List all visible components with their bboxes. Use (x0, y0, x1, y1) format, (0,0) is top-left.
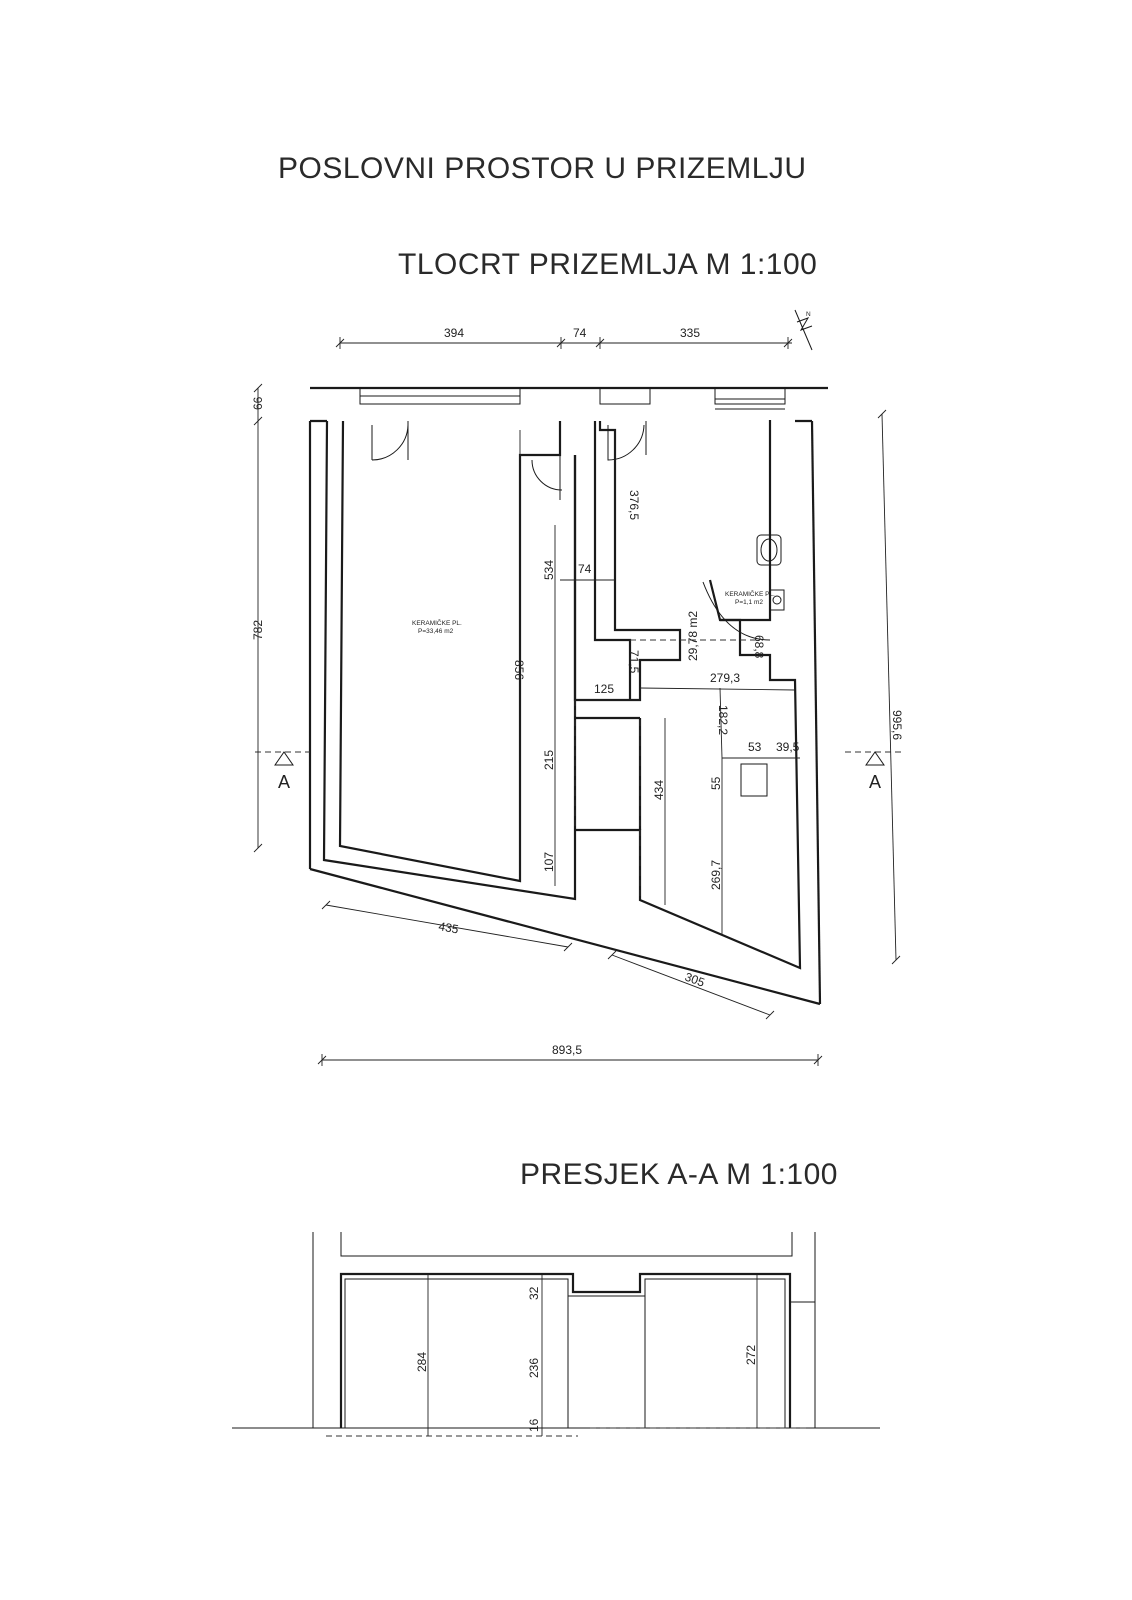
room-wc: KERAMIČKE PL. P=1,1 m2 (702, 420, 785, 641)
dim-top-2: 74 (573, 326, 587, 340)
dim-2793: 279,3 (710, 671, 740, 685)
dim-434: 434 (652, 780, 666, 800)
dim-left-66: 66 (251, 396, 265, 410)
dim-236: 236 (527, 1358, 541, 1378)
dim-435: 435 (437, 919, 459, 936)
section-mark-left: A (278, 772, 290, 792)
dim-3765: 376,5 (627, 490, 641, 520)
north-label: N (806, 311, 811, 318)
dim-53: 53 (748, 740, 762, 754)
dim-284: 284 (415, 1352, 429, 1372)
dim-715: 71,5 (627, 650, 641, 674)
dim-8935: 893,5 (552, 1043, 582, 1057)
dimension-bottom: 435 305 893,5 (317, 900, 823, 1066)
dim-right-9956: 995,6 (890, 710, 904, 740)
dim-32: 32 (527, 1286, 541, 1300)
dim-top-1: 394 (444, 326, 464, 340)
dim-1822: 182,2 (716, 705, 730, 735)
main-room-area: P=33,46 m2 (418, 628, 454, 635)
dim-top-3: 335 (680, 326, 700, 340)
main-room-floor: KERAMIČKE PL. (412, 618, 462, 627)
dimension-left: 66 782 (251, 383, 265, 853)
dim-16: 16 (527, 1418, 541, 1432)
dimension-interior: 376,5 534 74 856 71,5 68,8 125 279,3 182… (512, 430, 800, 935)
main-title: POSLOVNI PROSTOR U PRIZEMLJU (278, 152, 807, 185)
dim-left-782: 782 (251, 620, 265, 640)
dim-74b: 74 (578, 562, 592, 576)
room-second: 29,78 m2 (531, 421, 802, 970)
dimension-top: 394 74 335 (335, 326, 793, 349)
second-room-area: 29,78 m2 (686, 611, 700, 661)
section-line: A A (255, 751, 905, 792)
dim-107: 107 (542, 852, 556, 872)
dim-215: 215 (542, 750, 556, 770)
dim-55: 55 (709, 776, 723, 790)
dim-688: 68,8 (752, 635, 766, 659)
dim-534: 534 (542, 560, 556, 580)
dim-305: 305 (683, 970, 707, 990)
outer-walls (308, 386, 828, 1006)
dimension-right: 995,6 (877, 409, 904, 965)
dim-125: 125 (594, 682, 614, 696)
section-drawing: 284 32 236 16 272 (232, 1232, 880, 1437)
room-main: KERAMIČKE PL. P=33,46 m2 (322, 420, 577, 901)
dim-395: 39,5 (776, 740, 800, 754)
wc-area: P=1,1 m2 (735, 599, 763, 606)
dim-2697: 269,7 (709, 860, 723, 890)
wc-floor: KERAMIČKE PL. (725, 589, 775, 598)
dim-272: 272 (744, 1345, 758, 1365)
dim-856: 856 (512, 660, 526, 680)
section-title: PRESJEK A-A M 1:100 (520, 1158, 838, 1191)
plan-title: TLOCRT PRIZEMLJA M 1:100 (398, 248, 818, 281)
north-arrow-icon: N (794, 309, 813, 351)
section-mark-right: A (869, 772, 881, 792)
